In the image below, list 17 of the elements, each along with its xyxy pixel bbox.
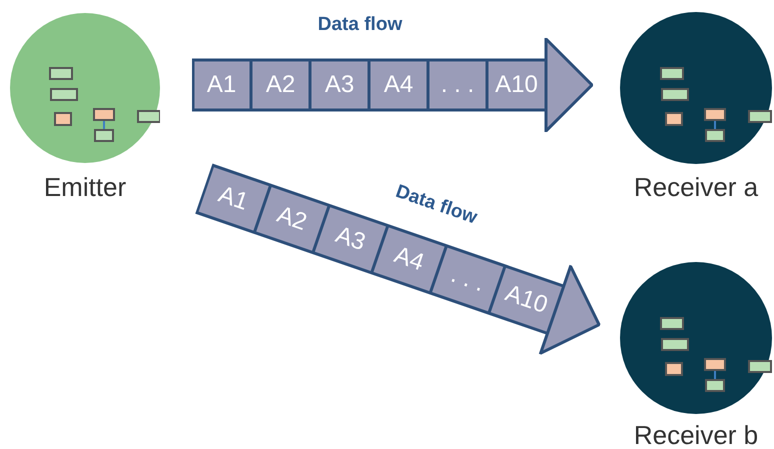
packet-label: A10 bbox=[502, 280, 551, 319]
packet-label: A3 bbox=[332, 222, 369, 256]
packet-label: A4 bbox=[384, 72, 414, 98]
arrow-title: Data flow bbox=[392, 181, 480, 230]
node-label: Receiver a bbox=[634, 172, 758, 203]
packet-label: A2 bbox=[274, 202, 310, 236]
packet-label: . . . bbox=[440, 72, 474, 98]
packet-label: . . . bbox=[448, 262, 488, 298]
node-label: Emitter bbox=[44, 172, 126, 203]
packet-label: A3 bbox=[324, 72, 354, 98]
node-label: Receiver b bbox=[634, 420, 758, 449]
packet-label: A2 bbox=[266, 72, 296, 98]
arrow-title: Data flow bbox=[318, 14, 402, 36]
packet-label: A10 bbox=[495, 72, 538, 98]
packet-label: A1 bbox=[215, 182, 252, 216]
packet-label: A4 bbox=[390, 242, 428, 276]
packet-label: A1 bbox=[206, 72, 236, 98]
